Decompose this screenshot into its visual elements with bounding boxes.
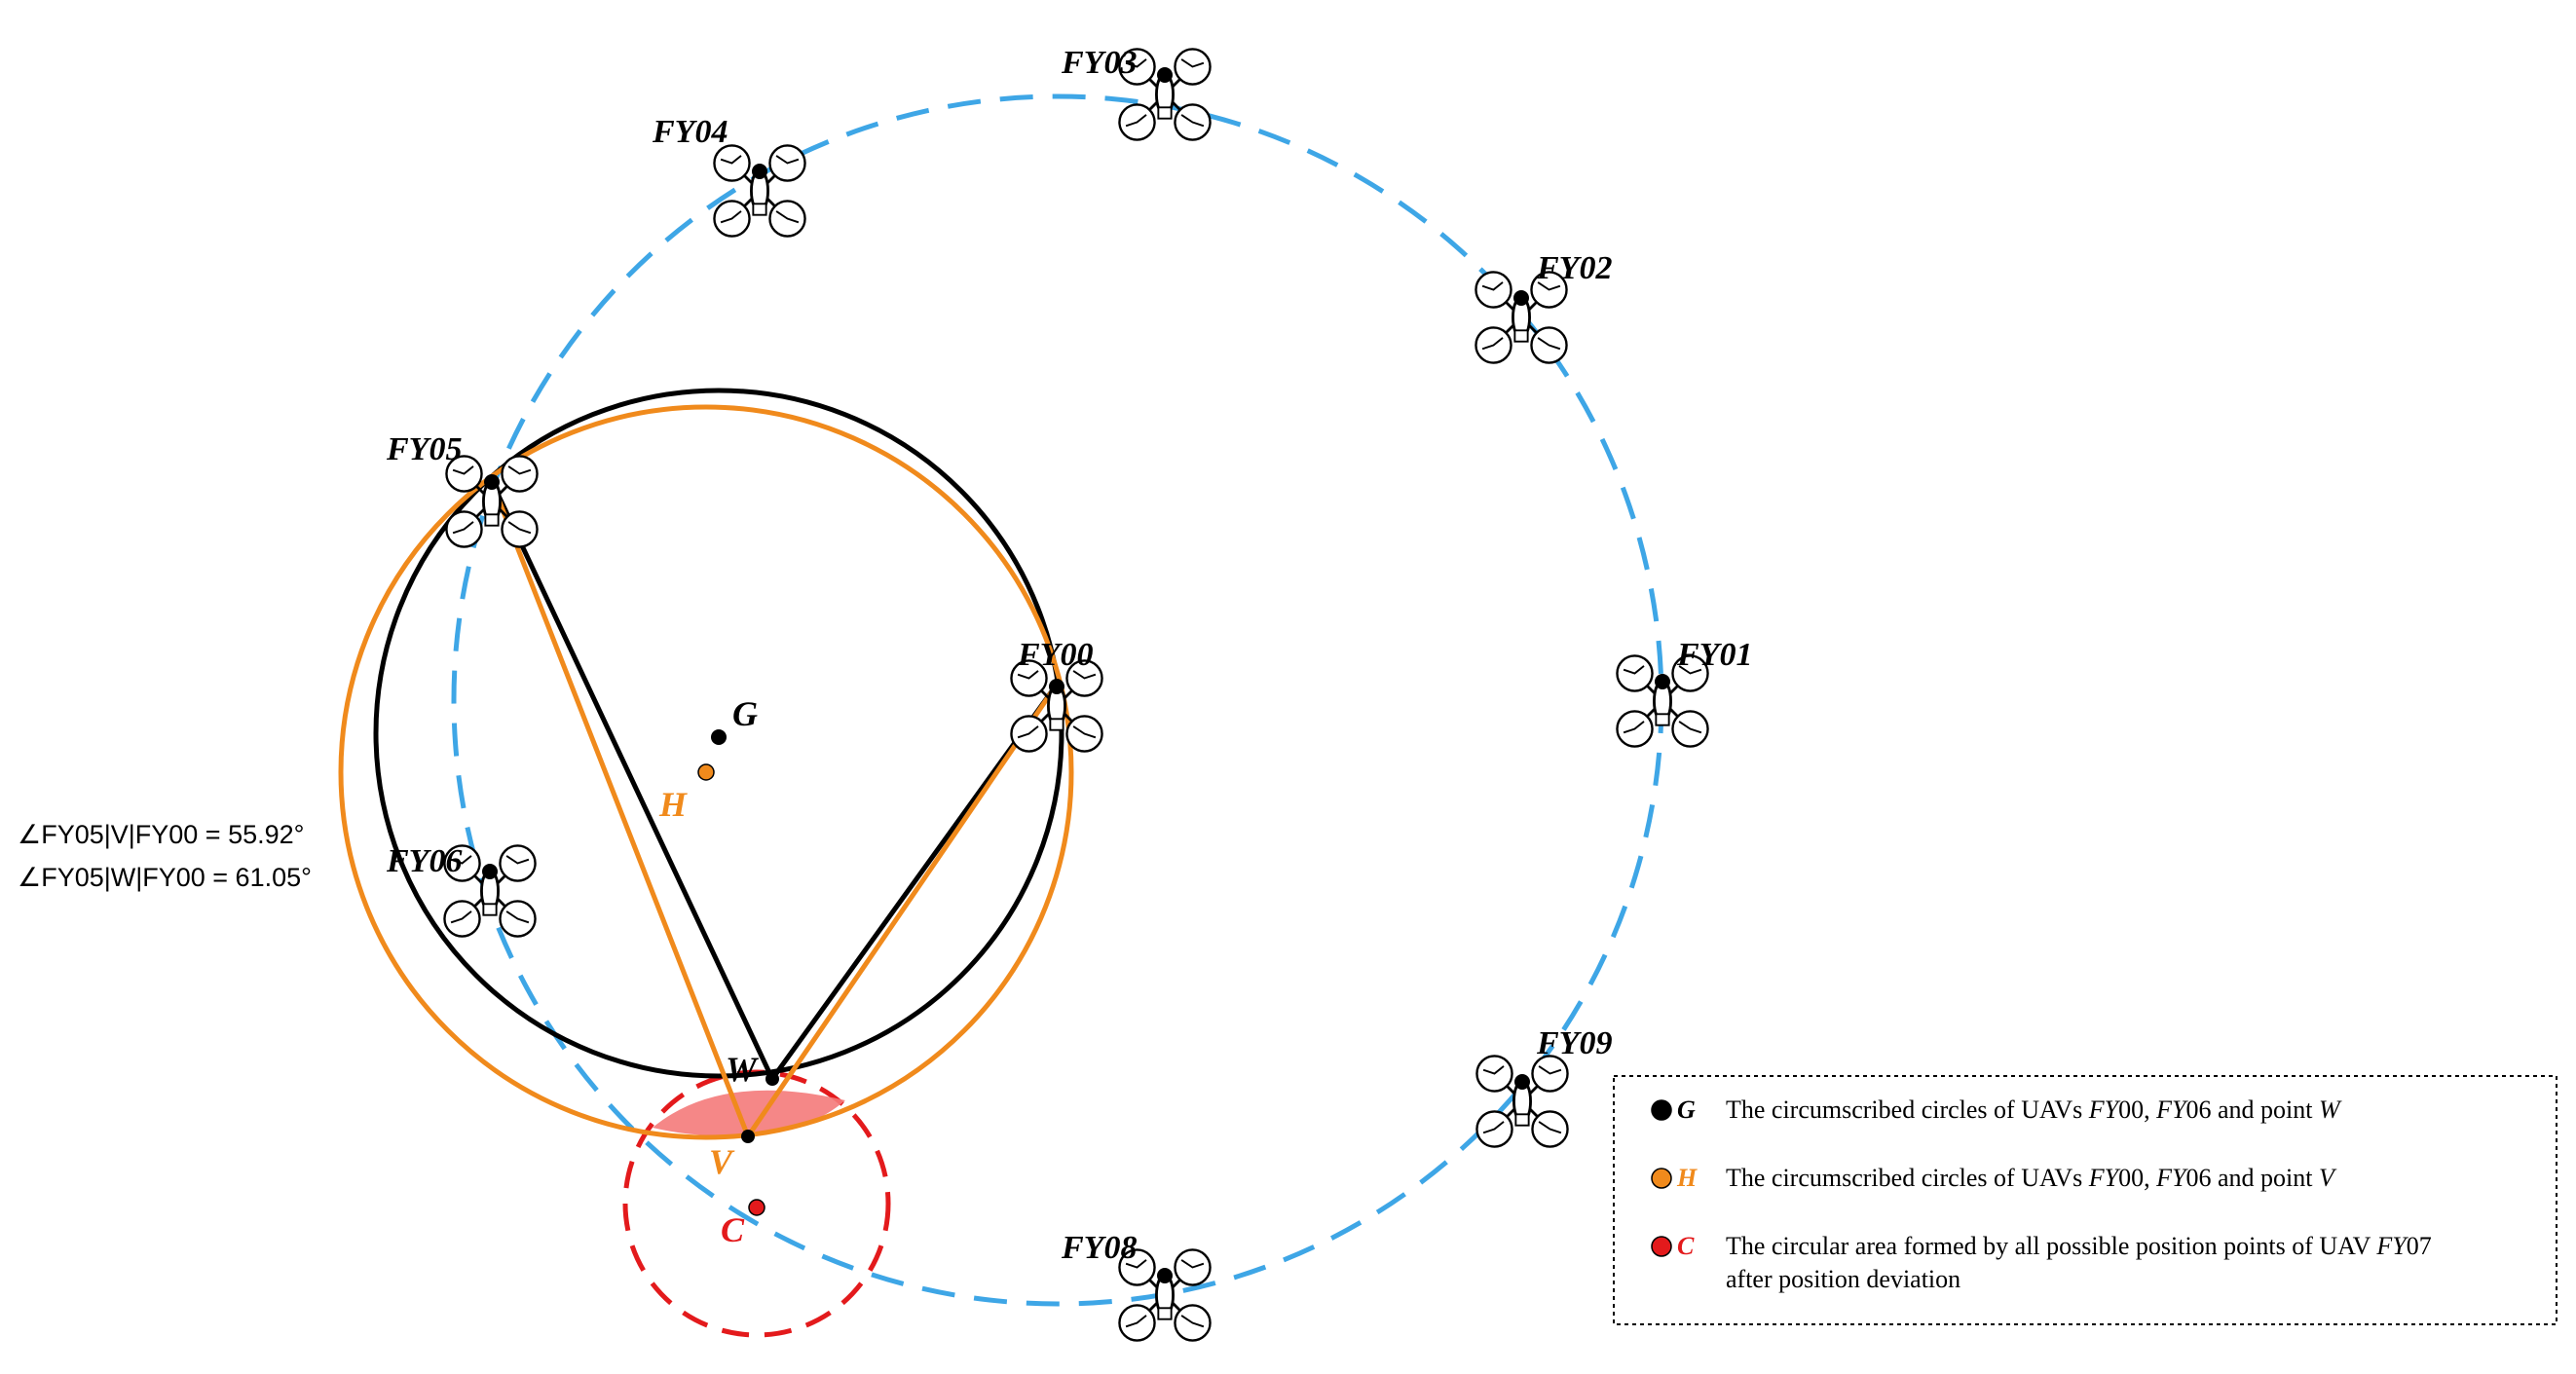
circumscribed-circle-g: [373, 388, 1064, 1079]
legend-marker: [1651, 1099, 1672, 1121]
point-h-label: H: [658, 785, 688, 824]
uav-fy04-icon: [713, 144, 806, 238]
uav-fy06-position: [482, 864, 498, 879]
legend-text: The circumscribed circles of UAVs FY00, …: [1726, 1164, 2337, 1192]
uav-fy00-position: [1049, 679, 1064, 694]
legend-marker: [1651, 1168, 1672, 1189]
point-v-marker: [741, 1130, 755, 1143]
point-c-marker: [748, 1199, 765, 1216]
uav-fy08-position: [1157, 1268, 1173, 1283]
point-c-label: C: [721, 1210, 745, 1249]
legend-text: The circumscribed circles of UAVs FY00, …: [1726, 1095, 2342, 1124]
uav-fy01-position: [1655, 674, 1670, 689]
legend-symbol: C: [1677, 1232, 1695, 1260]
point-g-label: G: [732, 694, 758, 733]
point-w-label: W: [726, 1050, 760, 1089]
uav-fy08-label: FY08: [1061, 1230, 1137, 1266]
uav-fy09-position: [1514, 1074, 1530, 1090]
uav-fy01-label: FY01: [1676, 637, 1752, 673]
point-h-marker: [697, 763, 715, 781]
legend-text: The circular area formed by all possible…: [1726, 1232, 2432, 1260]
angle-v-readout: ∠FY05|V|FY00 = 55.92°: [18, 820, 304, 849]
point-v-label: V: [709, 1142, 735, 1181]
legend-marker: [1651, 1236, 1672, 1257]
uav-fy09-icon: [1475, 1055, 1569, 1148]
triangle-w: [487, 475, 1060, 1084]
legend-text-line2: after position deviation: [1726, 1265, 1960, 1293]
legend-symbol: H: [1676, 1164, 1698, 1192]
triangle-v: [487, 476, 1060, 1142]
uav-fy03-position: [1157, 67, 1173, 83]
angle-w-readout: ∠FY05|W|FY00 = 61.05°: [18, 863, 312, 892]
circumscribed-circle-h: [338, 404, 1074, 1140]
legend-box: [1613, 1075, 2557, 1325]
uav-fy05-position: [484, 474, 500, 490]
uav-fy02-label: FY02: [1536, 250, 1612, 286]
uav-fy03-label: FY03: [1061, 45, 1137, 81]
uav-fy09-label: FY09: [1536, 1025, 1612, 1061]
uav-fy06-label: FY06: [386, 843, 462, 879]
uav-fy02-position: [1513, 290, 1529, 306]
point-w-marker: [765, 1072, 779, 1086]
uav-fy05-label: FY05: [386, 431, 462, 467]
uav-fy00-label: FY00: [1017, 637, 1093, 673]
legend-symbol: G: [1677, 1095, 1696, 1124]
uav-fy04-position: [752, 164, 767, 179]
uav-fy04-label: FY04: [652, 114, 728, 150]
point-g-marker: [711, 729, 727, 745]
